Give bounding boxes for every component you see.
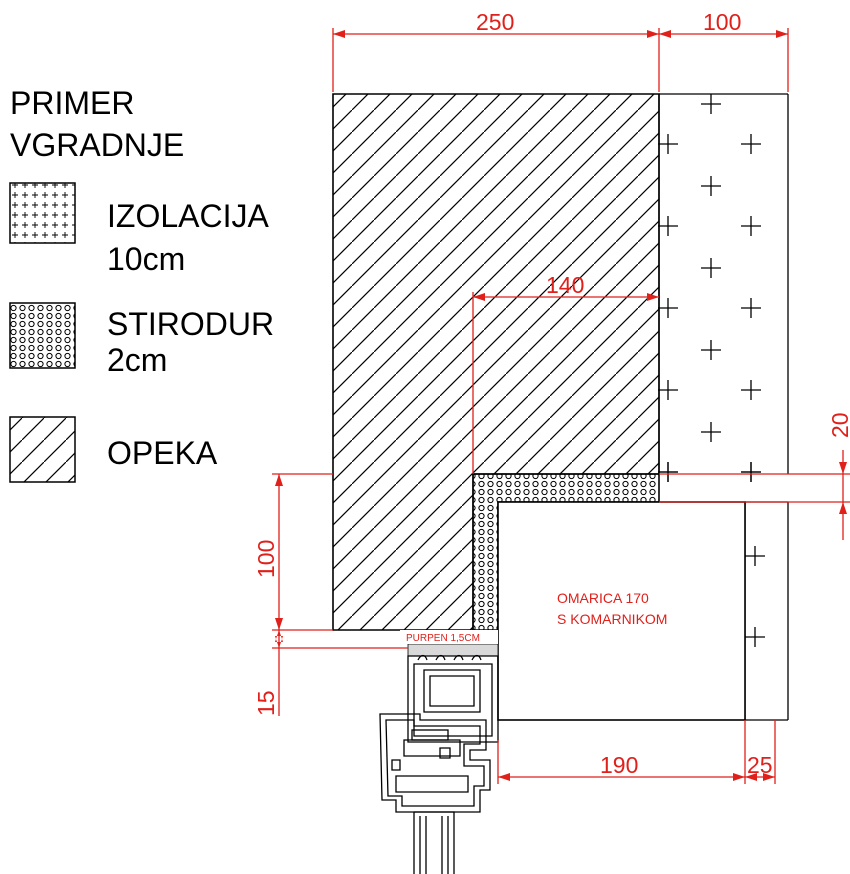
plus-mark — [658, 298, 678, 318]
plus-mark — [701, 422, 721, 442]
plus-mark — [741, 216, 761, 236]
plus-mark — [741, 380, 761, 400]
legend: PRIMER VGRADNJE IZOLACIJA 10cm STIRODUR … — [9, 85, 274, 483]
legend-insulation-name: IZOLACIJA — [107, 198, 269, 234]
stirodur-swatch-icon — [9, 302, 76, 369]
plus-mark — [741, 298, 761, 318]
dim-gap-height: 15 — [253, 690, 279, 716]
plus-mark — [658, 462, 678, 482]
plus-mark — [701, 176, 721, 196]
dim-stirodur-thickness: 20 — [827, 412, 850, 438]
legend-stirodur-detail: 2cm — [107, 342, 167, 378]
dim-box-width: 190 — [600, 752, 638, 778]
plus-mark — [745, 546, 765, 566]
brick-swatch-icon — [9, 416, 76, 483]
plus-mark — [741, 134, 761, 154]
dim-outer-gap: 25 — [747, 752, 773, 778]
plus-mark — [658, 134, 678, 154]
plus-mark — [741, 462, 761, 482]
legend-brick-name: OPEKA — [107, 435, 218, 471]
legend-stirodur-name: STIRODUR — [107, 306, 274, 342]
plus-mark — [658, 380, 678, 400]
foam-label: PURPEN 1,5CM — [406, 633, 480, 644]
box-label-line1: OMARICA 170 — [557, 590, 649, 606]
plus-mark — [701, 94, 721, 114]
dim-wall-width: 250 — [476, 9, 514, 35]
roller-box: OMARICA 170 S KOMARNIKOM — [497, 501, 746, 721]
plus-mark — [658, 216, 678, 236]
dim-lintel-height: 100 — [253, 540, 279, 578]
foam-layer: PURPEN 1,5CM — [400, 630, 499, 657]
dim-opening-width: 140 — [546, 272, 584, 298]
plus-mark — [701, 340, 721, 360]
legend-title-line2: VGRADNJE — [10, 127, 184, 163]
plus-mark — [745, 627, 765, 647]
insulation-swatch-icon — [9, 182, 76, 244]
dimension-lines — [272, 28, 850, 784]
legend-insulation-detail: 10cm — [107, 241, 185, 277]
legend-title-line1: PRIMER — [10, 85, 134, 121]
box-label-line2: S KOMARNIKOM — [557, 611, 667, 627]
plus-mark — [701, 258, 721, 278]
dim-insulation-width: 100 — [703, 9, 741, 35]
window-profile-icon — [379, 654, 499, 874]
